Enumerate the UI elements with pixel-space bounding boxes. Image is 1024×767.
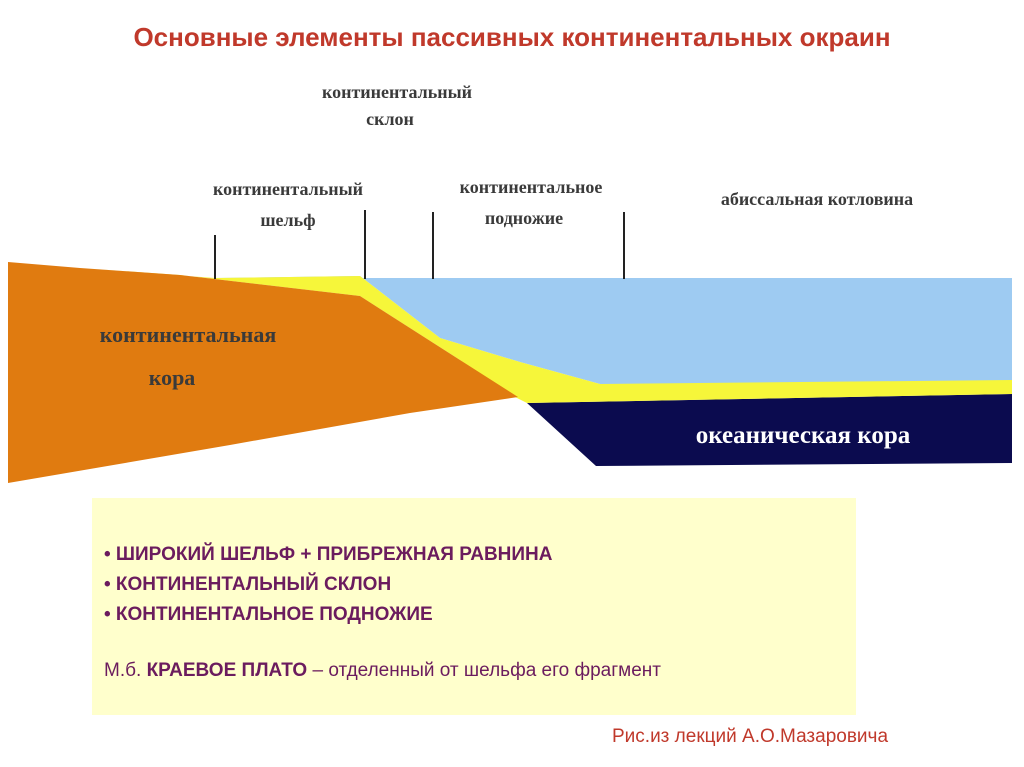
sediment-layer [80, 268, 1012, 403]
label-rise-line1: континентальное [460, 177, 603, 197]
note-bold-term: КРАЕВОЕ ПЛАТО [146, 660, 308, 681]
label-continental-crust-line2: кора [149, 365, 196, 390]
label-rise-line2: подножие [485, 208, 563, 228]
label-slope-line2: склон [366, 109, 414, 129]
page-title: Основные элементы пассивных континенталь… [133, 22, 891, 52]
label-shelf-line2: шельф [260, 210, 315, 230]
ocean-water [215, 276, 1012, 392]
note-rest: – отделенный от шельфа его фрагмент [312, 660, 662, 681]
bullet-continental-rise: • КОНТИНЕНТАЛЬНОЕ ПОДНОЖИЕ [104, 604, 433, 625]
label-continental-crust-line1: континентальная [100, 322, 277, 347]
figure-credit: Рис.из лекций А.О.Мазаровича [612, 726, 889, 747]
margin-cross-section-diagram: континентальный склон континентальный ше… [8, 82, 1012, 483]
summary-box: • ШИРОКИЙ ШЕЛЬФ + ПРИБРЕЖНАЯ РАВНИНА • К… [92, 498, 856, 715]
label-oceanic-crust: океаническая кора [696, 422, 911, 449]
label-abyssal-plain: абиссальная котловина [721, 189, 913, 209]
marginal-plateau-note: М.б. КРАЕВОЕ ПЛАТО – отделенный от шельф… [104, 658, 856, 684]
continental-crust [8, 262, 518, 483]
bullet-wide-shelf: • ШИРОКИЙ ШЕЛЬФ + ПРИБРЕЖНАЯ РАВНИНА [104, 544, 553, 565]
note-prefix: М.б. [104, 660, 142, 681]
label-shelf-line1: континентальный [213, 179, 363, 199]
bullet-continental-slope: • КОНТИНЕНТАЛЬНЫЙ СКЛОН [104, 574, 392, 595]
label-slope-line1: континентальный [322, 82, 472, 102]
oceanic-crust [527, 394, 1012, 466]
